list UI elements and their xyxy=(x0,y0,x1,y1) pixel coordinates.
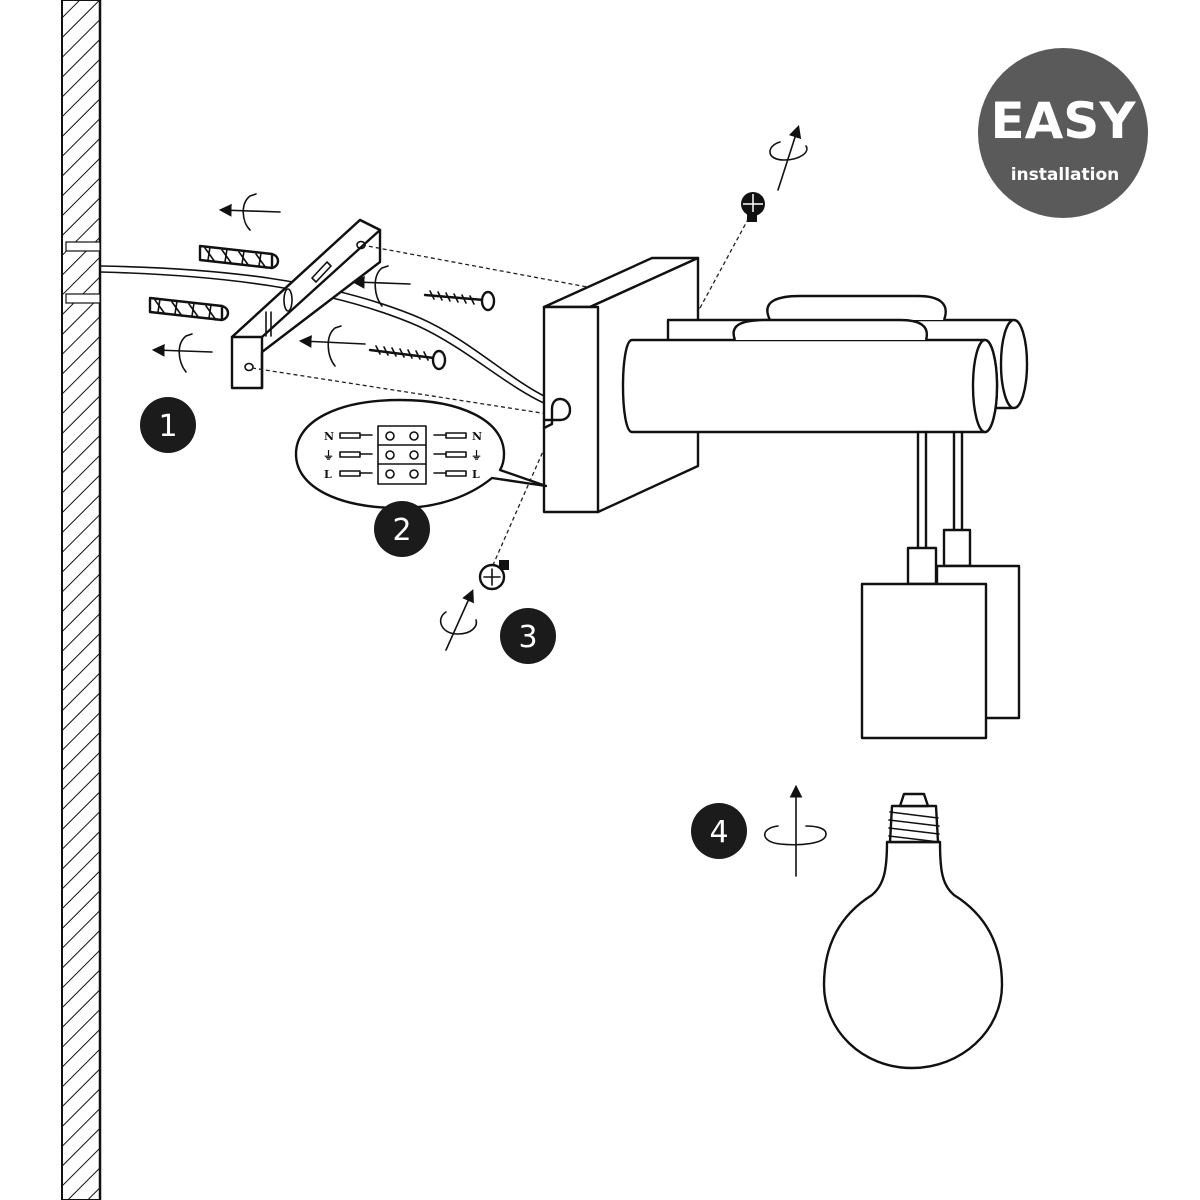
wiring-callout: N ⏚ L N ⏚ L xyxy=(294,398,548,510)
badge-subtitle: installation xyxy=(1011,165,1120,185)
step-3-marker: 3 xyxy=(500,608,556,664)
lamp-arm xyxy=(621,294,1029,434)
step-1-marker: 1 xyxy=(140,397,196,453)
bracket-slot xyxy=(311,261,332,283)
terminal-label-left-l: L xyxy=(324,468,332,481)
badge-title: EASY xyxy=(990,92,1136,150)
rotate-arrow-icon xyxy=(439,589,478,651)
alignment-guides xyxy=(251,211,753,566)
wall xyxy=(61,0,102,1200)
step-2-marker: 2 xyxy=(374,501,430,557)
rotate-arrow-icon xyxy=(218,193,281,231)
terminal-label-right-l: L xyxy=(472,468,480,481)
wall-anchor-bottom xyxy=(148,296,230,322)
step-2-label: 2 xyxy=(392,513,411,548)
terminal-label-right-n: N xyxy=(472,430,482,443)
rotate-arrow-icon xyxy=(151,333,213,373)
wire-ends-left xyxy=(339,432,373,477)
bracket-cable-hole xyxy=(283,288,293,312)
light-bulb xyxy=(822,792,1004,1070)
wall-drill-hole xyxy=(65,241,101,252)
terminal-label-left-ground: ⏚ xyxy=(323,449,334,462)
rotate-arrow-icon xyxy=(769,124,808,191)
terminal-label-right-ground: ⏚ xyxy=(471,449,482,462)
terminal-block xyxy=(377,425,427,485)
wire-ends-right xyxy=(433,432,467,477)
step-1-label: 1 xyxy=(158,409,177,444)
wall-drill-hole xyxy=(65,293,101,304)
power-cable xyxy=(99,265,549,405)
bracket-slot xyxy=(265,311,272,337)
set-screw-bottom xyxy=(478,560,509,591)
screw-top xyxy=(351,265,496,312)
step-3-label: 3 xyxy=(518,620,537,655)
easy-installation-badge: EASY installation xyxy=(978,48,1148,218)
wall-anchor-top xyxy=(198,244,280,270)
step-4-label: 4 xyxy=(709,815,728,850)
terminal-label-left-n: N xyxy=(324,430,334,443)
set-screw-top xyxy=(741,192,765,222)
step-4-marker: 4 xyxy=(691,803,747,859)
lamp-shade-front xyxy=(860,430,988,740)
bracket-hole xyxy=(244,362,254,372)
mounting-bracket xyxy=(230,218,382,390)
rotate-arrow-icon xyxy=(763,784,827,877)
screw-bottom xyxy=(298,325,447,371)
